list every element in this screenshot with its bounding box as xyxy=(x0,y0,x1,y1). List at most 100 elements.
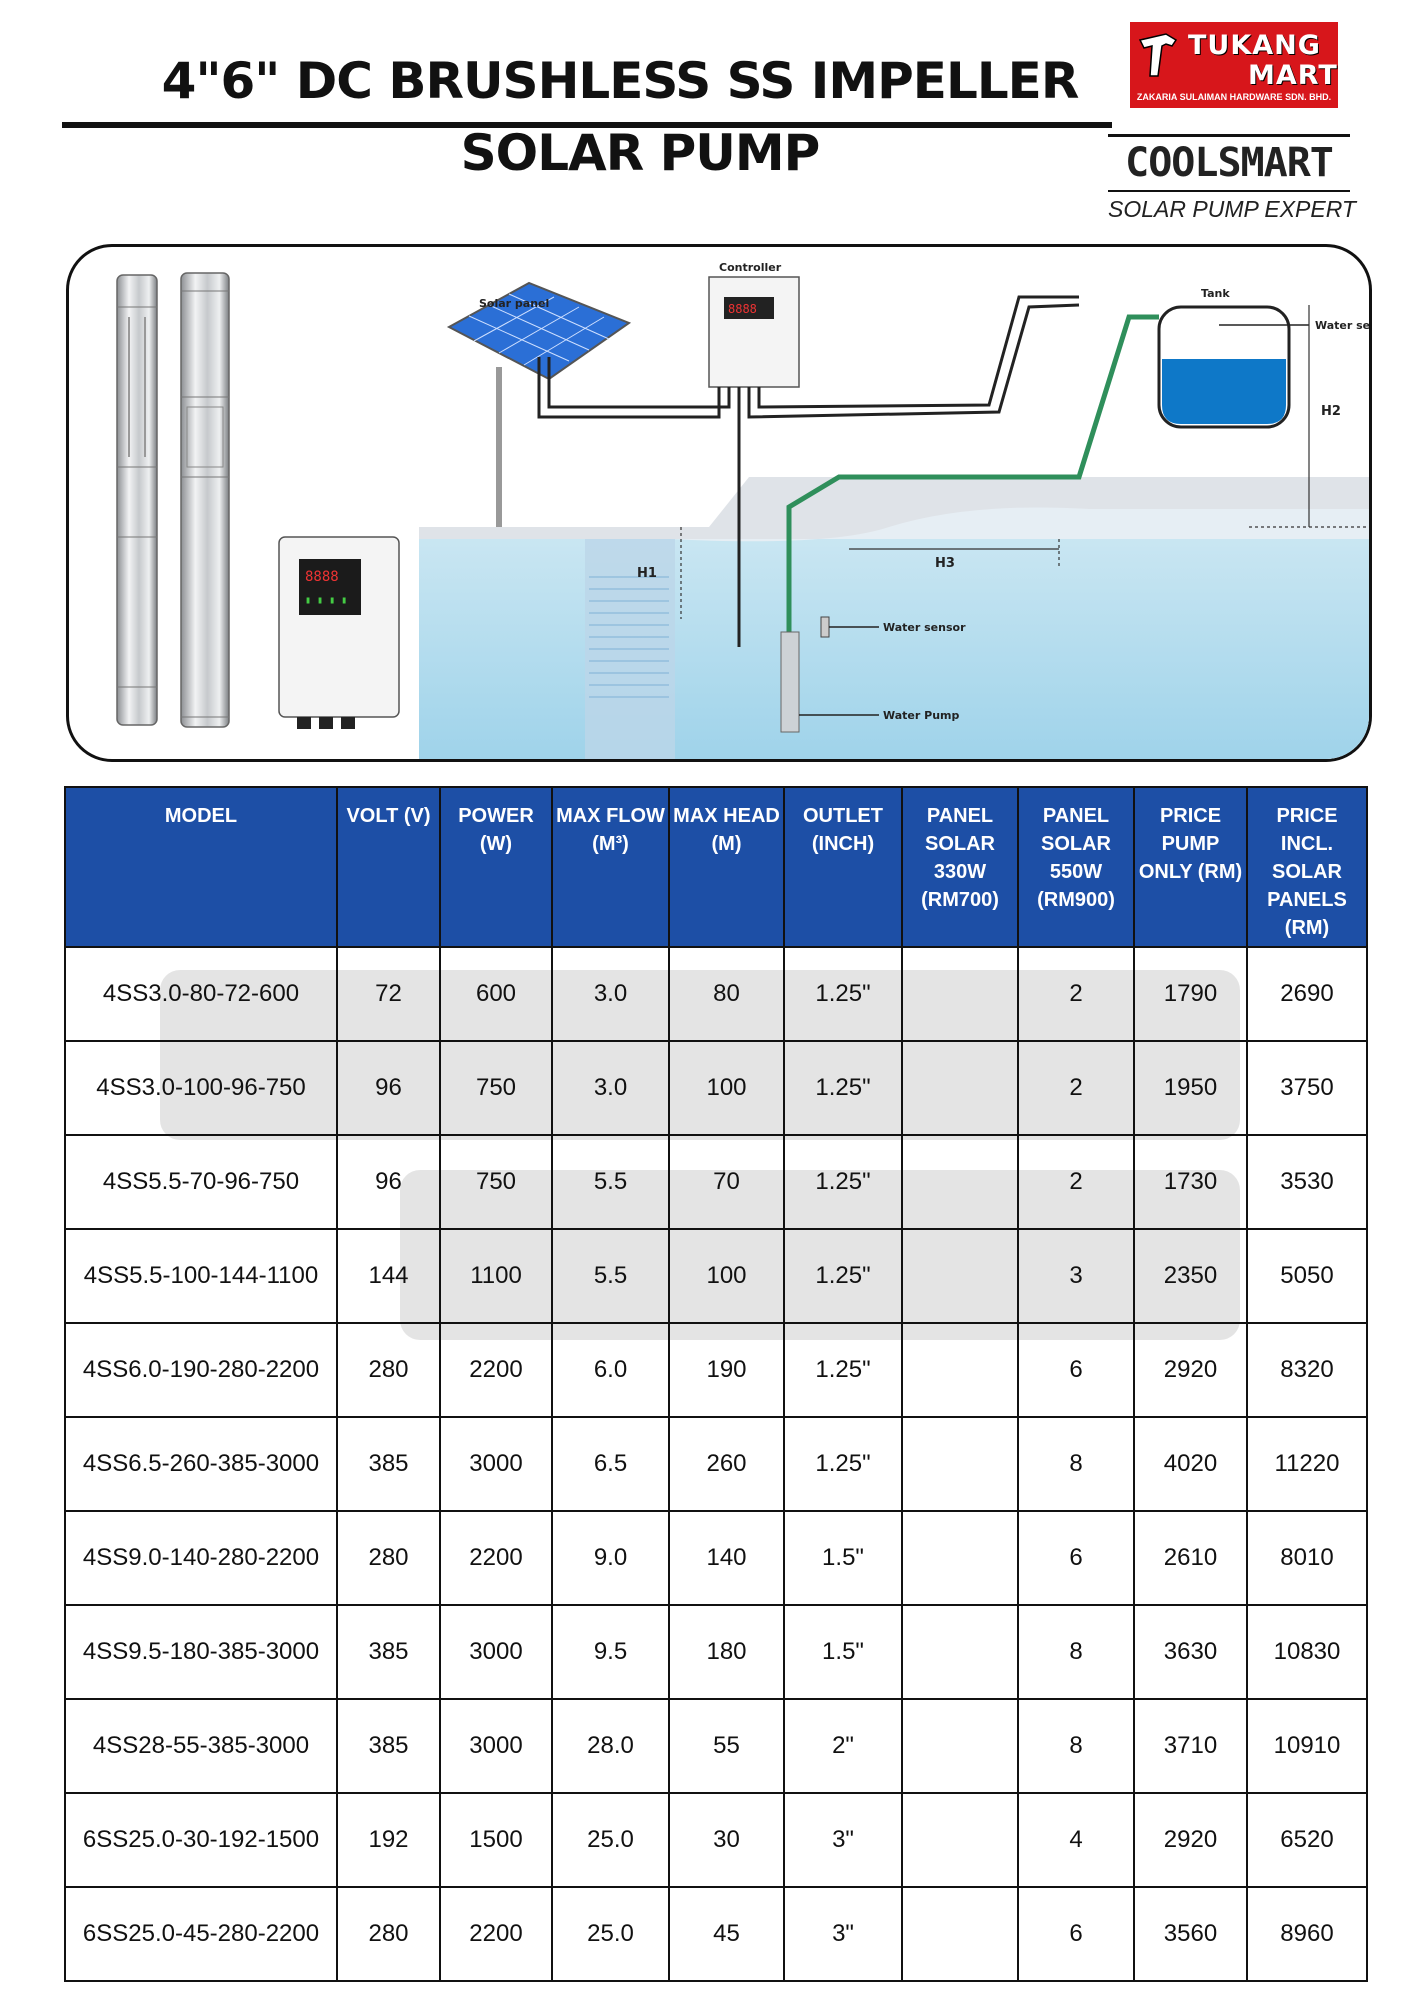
page-subtitle: SOLAR PUMP xyxy=(460,124,821,182)
cell-power: 2200 xyxy=(439,1322,553,1418)
tank-label: Tank xyxy=(1201,287,1230,300)
cell-power: 3000 xyxy=(439,1604,553,1700)
cell-model: 4SS5.5-100-144-1100 xyxy=(64,1228,338,1324)
column-header-price-incl-panels: PRICE INCL. SOLAR PANELS (RM) xyxy=(1246,786,1368,948)
cell-price-pump: 1730 xyxy=(1133,1134,1248,1230)
title-divider xyxy=(62,122,1112,128)
cell-power: 1100 xyxy=(439,1228,553,1324)
cell-max-head: 100 xyxy=(668,1040,785,1136)
cell-model: 4SS6.0-190-280-2200 xyxy=(64,1322,338,1418)
column-header-outlet: OUTLET (INCH) xyxy=(783,786,903,948)
cell-panel-330w xyxy=(901,1134,1019,1230)
coolsmart-logo: COOLSMART xyxy=(1125,140,1334,186)
svg-text:8888: 8888 xyxy=(305,569,339,585)
controller-illustration: 8888 Controller xyxy=(708,261,800,388)
cell-outlet: 1.25" xyxy=(783,1040,903,1136)
column-header-power: POWER (W) xyxy=(439,786,553,948)
cell-panel-330w xyxy=(901,1510,1019,1606)
cell-model: 4SS5.5-70-96-750 xyxy=(64,1134,338,1230)
cell-volt: 385 xyxy=(336,1416,441,1512)
well-pump-illustration: Water sensor Water Pump xyxy=(780,616,966,733)
cell-price-incl-panels: 3530 xyxy=(1246,1134,1368,1230)
column-header-price-pump: PRICE PUMP ONLY (RM) xyxy=(1133,786,1248,948)
cell-price-pump: 3630 xyxy=(1133,1604,1248,1700)
cell-price-pump: 2920 xyxy=(1133,1322,1248,1418)
h3-label: H3 xyxy=(935,556,955,571)
tukang-mart-logo: TUKANG MART ZAKARIA SULAIMAN HARDWARE SD… xyxy=(1130,22,1338,108)
cell-panel-330w xyxy=(901,1322,1019,1418)
hammer-icon xyxy=(1138,33,1178,77)
cell-outlet: 2" xyxy=(783,1698,903,1794)
cell-max-flow: 3.0 xyxy=(551,946,670,1042)
cell-panel-330w xyxy=(901,946,1019,1042)
h2-label: H2 xyxy=(1321,404,1341,419)
water-pipe xyxy=(786,314,1159,647)
cell-panel-330w xyxy=(901,1698,1019,1794)
cell-price-incl-panels: 8960 xyxy=(1246,1886,1368,1982)
cell-max-head: 30 xyxy=(668,1792,785,1888)
cell-power: 600 xyxy=(439,946,553,1042)
cell-panel-330w xyxy=(901,1886,1019,1982)
cell-panel-550w: 6 xyxy=(1017,1886,1135,1982)
cell-panel-550w: 8 xyxy=(1017,1698,1135,1794)
dimension-markers xyxy=(680,305,1369,619)
cell-price-pump: 1950 xyxy=(1133,1040,1248,1136)
tukang-company-name: ZAKARIA SULAIMAN HARDWARE SDN. BHD. xyxy=(1136,92,1332,102)
cell-outlet: 1.25" xyxy=(783,946,903,1042)
cell-outlet: 3" xyxy=(783,1792,903,1888)
cell-model: 4SS3.0-80-72-600 xyxy=(64,946,338,1042)
cell-price-pump: 2610 xyxy=(1133,1510,1248,1606)
column-header-panel-550w: PANEL SOLAR 550W (RM900) xyxy=(1017,786,1135,948)
cell-max-flow: 25.0 xyxy=(551,1886,670,1982)
cell-max-flow: 3.0 xyxy=(551,1040,670,1136)
cell-volt: 280 xyxy=(336,1510,441,1606)
water-pump-label: Water Pump xyxy=(883,709,959,722)
cell-max-flow: 5.5 xyxy=(551,1228,670,1324)
cell-max-flow: 5.5 xyxy=(551,1134,670,1230)
coolsmart-top-rule xyxy=(1108,134,1350,137)
cell-model: 4SS9.0-140-280-2200 xyxy=(64,1510,338,1606)
cell-volt: 96 xyxy=(336,1134,441,1230)
cell-panel-330w xyxy=(901,1040,1019,1136)
cell-outlet: 1.25" xyxy=(783,1416,903,1512)
cell-model: 4SS9.5-180-385-3000 xyxy=(64,1604,338,1700)
cell-price-incl-panels: 10910 xyxy=(1246,1698,1368,1794)
cell-panel-550w: 6 xyxy=(1017,1510,1135,1606)
cell-power: 3000 xyxy=(439,1416,553,1512)
cell-panel-550w: 6 xyxy=(1017,1322,1135,1418)
cell-price-pump: 4020 xyxy=(1133,1416,1248,1512)
solar-panel-illustration: Solar panel xyxy=(446,281,632,527)
solar-panel-label: Solar panel xyxy=(479,297,549,310)
cell-price-incl-panels: 6520 xyxy=(1246,1792,1368,1888)
cell-price-incl-panels: 11220 xyxy=(1246,1416,1368,1512)
cell-volt: 280 xyxy=(336,1886,441,1982)
cell-power: 2200 xyxy=(439,1510,553,1606)
cell-panel-330w xyxy=(901,1604,1019,1700)
water-sensor-well-label: Water sensor xyxy=(883,621,966,634)
cell-volt: 192 xyxy=(336,1792,441,1888)
cell-max-head: 260 xyxy=(668,1416,785,1512)
cell-panel-330w xyxy=(901,1416,1019,1512)
cell-max-flow: 6.5 xyxy=(551,1416,670,1512)
cell-price-incl-panels: 3750 xyxy=(1246,1040,1368,1136)
cell-volt: 280 xyxy=(336,1322,441,1418)
cell-panel-330w xyxy=(901,1792,1019,1888)
installation-diagram: 8888 ▮ ▮ ▮ ▮ xyxy=(116,261,1369,759)
cell-volt: 144 xyxy=(336,1228,441,1324)
cables xyxy=(537,295,1080,647)
cell-max-head: 180 xyxy=(668,1604,785,1700)
cell-max-head: 100 xyxy=(668,1228,785,1324)
column-header-max-flow: MAX FLOW (M³) xyxy=(551,786,670,948)
mart-word: MART xyxy=(1248,60,1338,91)
